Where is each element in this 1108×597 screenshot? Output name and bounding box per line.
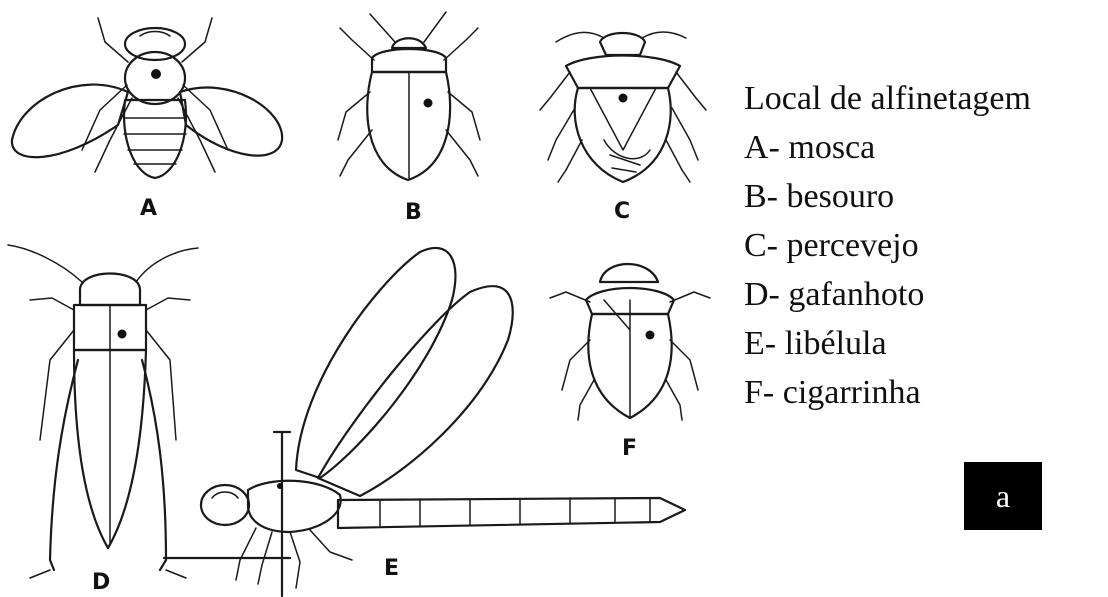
label-e: E: [384, 556, 399, 581]
dragonfly-drawing: [164, 248, 685, 596]
label-b: B: [405, 200, 422, 225]
pinning-legend: Local de alfinetagem A- mosca B- besouro…: [744, 74, 1031, 417]
label-a: A: [140, 196, 157, 221]
legend-item-gafanhoto: D- gafanhoto: [744, 270, 1031, 319]
legend-item-mosca: A- mosca: [744, 123, 1031, 172]
label-c: C: [614, 199, 630, 224]
leafhopper-drawing: [550, 264, 710, 420]
label-f: F: [622, 436, 637, 461]
legend-item-cigarrinha: F- cigarrinha: [744, 368, 1031, 417]
fly-drawing: [12, 18, 282, 178]
legend-item-besouro: B- besouro: [744, 172, 1031, 221]
stink-bug-drawing: [540, 32, 706, 182]
panel-tag: a: [964, 462, 1042, 530]
grasshopper-drawing: [8, 245, 198, 578]
legend-item-libelula: E- libélula: [744, 319, 1031, 368]
legend-title: Local de alfinetagem: [744, 74, 1031, 123]
beetle-drawing: [338, 12, 480, 180]
label-d: D: [92, 570, 110, 595]
legend-item-percevejo: C- percevejo: [744, 221, 1031, 270]
